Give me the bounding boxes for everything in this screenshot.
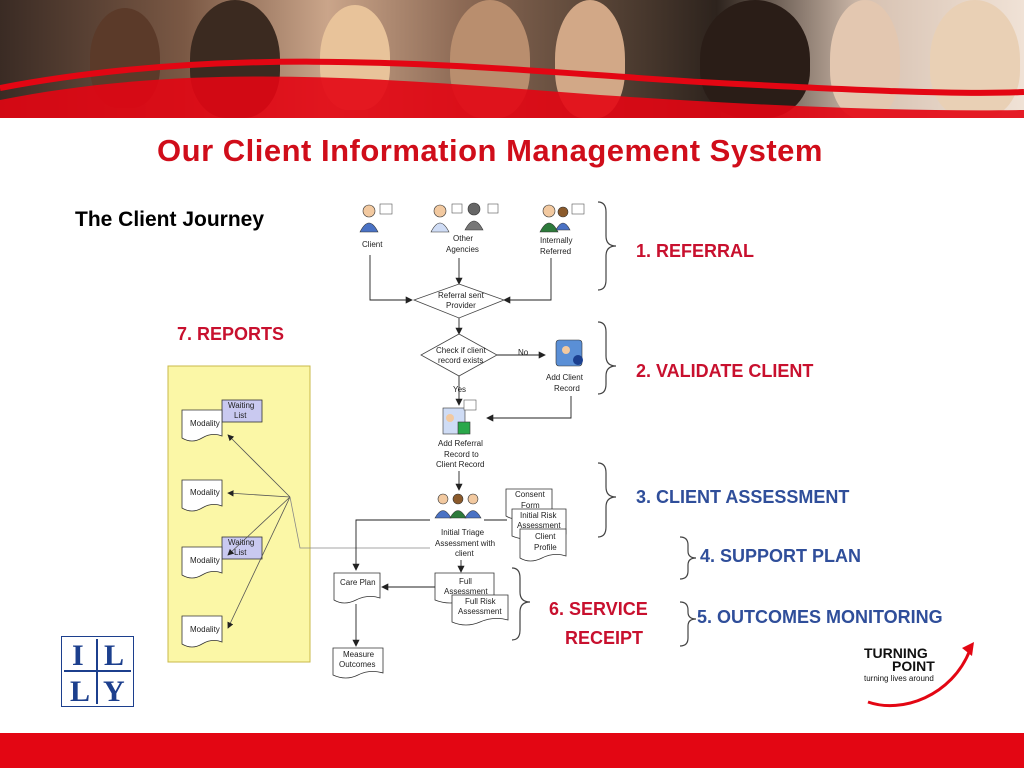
node-triage-2: Assessment with bbox=[435, 539, 495, 548]
node-measure-1: Measure bbox=[343, 650, 375, 659]
other-agencies-icon bbox=[430, 202, 499, 233]
stage-outcomes: 5. OUTCOMES MONITORING bbox=[697, 607, 943, 627]
banner-red-swoosh bbox=[0, 58, 1024, 118]
node-internally-1: Internally bbox=[540, 236, 572, 245]
node-check-2: record exists bbox=[438, 356, 483, 365]
node-full-assess-1: Full bbox=[459, 577, 472, 586]
report-modality-label: Modality bbox=[190, 419, 220, 428]
doc-full-risk: Full Risk Assessment bbox=[451, 594, 509, 626]
illy-letter: Y bbox=[103, 675, 125, 706]
report-modality-label: Modality bbox=[190, 488, 220, 497]
brace-validate bbox=[597, 321, 617, 395]
add-client-record-icon bbox=[555, 339, 583, 367]
node-consent-1: Consent bbox=[515, 490, 546, 499]
label-no: No bbox=[518, 348, 529, 357]
stage-reports: 7. REPORTS bbox=[177, 324, 284, 344]
node-client: Client bbox=[362, 240, 383, 249]
node-full-risk-2: Assessment bbox=[458, 607, 502, 616]
stage-referral: 1. REFERRAL bbox=[636, 241, 754, 261]
node-internally-2: Referred bbox=[540, 247, 571, 256]
illy-letter: I bbox=[72, 639, 84, 672]
node-triage-3: client bbox=[455, 549, 474, 558]
node-full-assess-2: Assessment bbox=[444, 587, 488, 596]
decision-check-client bbox=[420, 333, 498, 377]
person-photo bbox=[700, 0, 810, 118]
node-add-client-2: Record bbox=[554, 384, 580, 393]
doc-client-profile: Client Profile bbox=[519, 528, 567, 562]
illy-letter: L bbox=[104, 639, 124, 672]
report-modality-label: Modality bbox=[190, 556, 220, 565]
stage-validate: 2. VALIDATE CLIENT bbox=[636, 361, 813, 381]
node-referral-sent-1: Referral sent bbox=[438, 291, 485, 300]
node-triage-1: Initial Triage bbox=[441, 528, 485, 537]
node-initial-risk-1: Initial Risk bbox=[520, 511, 557, 520]
turning-point-logo: TURNING POINT turning lives around bbox=[862, 636, 982, 708]
brace-service bbox=[511, 567, 531, 641]
brace-outcomes bbox=[679, 601, 697, 647]
doc-measure-outcomes: Measure Outcomes bbox=[332, 647, 384, 679]
brace-assessment bbox=[597, 462, 617, 538]
node-add-referral-3: Client Record bbox=[436, 460, 484, 469]
tp-line1: TURNING bbox=[864, 645, 928, 661]
report-modality-label: Modality bbox=[190, 625, 220, 634]
page-title: Our Client Information Management System bbox=[157, 133, 823, 168]
node-profile-2: Profile bbox=[534, 543, 557, 552]
label-yes: Yes bbox=[453, 385, 466, 394]
brace-support bbox=[679, 536, 697, 580]
stage-service-line1: 6. SERVICE bbox=[549, 599, 648, 619]
node-add-referral-1: Add Referral bbox=[438, 439, 483, 448]
node-full-risk-1: Full Risk bbox=[465, 597, 497, 606]
node-other-agencies-2: Agencies bbox=[446, 245, 479, 254]
node-consent-2: Form bbox=[521, 501, 540, 510]
report-doc-modality-4: Modality bbox=[181, 615, 223, 648]
tp-tagline: turning lives around bbox=[864, 674, 934, 683]
node-initial-risk-2: Assessment bbox=[517, 521, 561, 530]
stage-support-plan: 4. SUPPORT PLAN bbox=[700, 546, 861, 566]
node-check-1: Check if client bbox=[436, 346, 487, 355]
report-list-label: List bbox=[234, 411, 247, 420]
stage-service-line2: RECEIPT bbox=[565, 628, 643, 648]
report-doc-modality-1: Waiting List Modality bbox=[181, 399, 263, 442]
initial-triage-icon bbox=[434, 493, 482, 519]
node-measure-2: Outcomes bbox=[339, 660, 375, 669]
internally-referred-icon bbox=[539, 203, 585, 233]
page-subtitle: The Client Journey bbox=[75, 208, 265, 231]
node-add-client-1: Add Client bbox=[546, 373, 584, 382]
brace-referral bbox=[597, 201, 617, 291]
illy-logo-mark: I L L Y bbox=[62, 637, 133, 708]
report-list-label: List bbox=[234, 548, 247, 557]
add-referral-record-icon bbox=[442, 399, 477, 435]
report-doc-modality-2: Modality bbox=[181, 479, 223, 512]
person-photo bbox=[830, 0, 900, 118]
stage-assessment: 3. CLIENT ASSESSMENT bbox=[636, 487, 849, 507]
tp-line2: POINT bbox=[892, 658, 935, 674]
node-other-agencies-1: Other bbox=[453, 234, 473, 243]
doc-care-plan: Care Plan bbox=[333, 572, 381, 604]
node-add-referral-2: Record to bbox=[444, 450, 479, 459]
client-icon bbox=[359, 203, 393, 233]
node-referral-sent-2: Provider bbox=[446, 301, 476, 310]
illy-logo: I L L Y bbox=[61, 636, 134, 708]
footer-bar bbox=[0, 733, 1024, 768]
person-photo bbox=[930, 0, 1020, 118]
header-photo-banner bbox=[0, 0, 1024, 118]
report-waiting-label: Waiting bbox=[228, 401, 254, 410]
turning-point-mark: TURNING POINT turning lives around bbox=[864, 642, 974, 708]
node-care-plan: Care Plan bbox=[340, 578, 376, 587]
node-profile-1: Client bbox=[535, 532, 556, 541]
illy-letter: L bbox=[70, 675, 90, 706]
